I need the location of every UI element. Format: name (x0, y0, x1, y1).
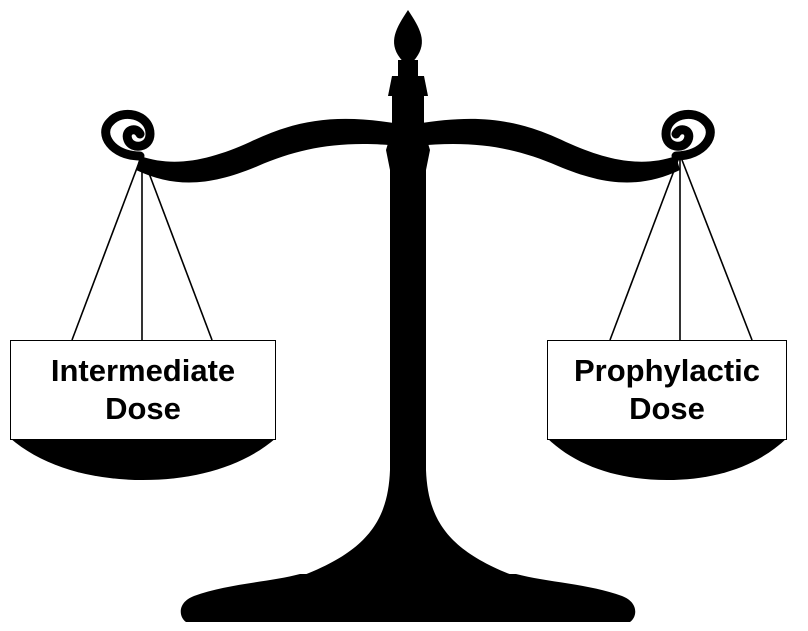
right-pan-bowl (547, 438, 787, 480)
scale-finial-neck (398, 60, 418, 76)
beam-right (416, 119, 680, 183)
beam-left (136, 119, 400, 183)
right-pan-label: Prophylactic Dose (547, 340, 787, 440)
left-pan-label-line2: Dose (105, 390, 181, 428)
scale-finial-collar (388, 76, 428, 96)
right-pan-label-line2: Dose (629, 390, 705, 428)
left-pan-strings (72, 160, 212, 340)
beam-right-scroll (666, 114, 710, 156)
beam-left-scroll (106, 114, 150, 156)
left-pan-label: Intermediate Dose (10, 340, 276, 440)
right-pan-strings (610, 160, 752, 340)
scale-base (181, 574, 636, 622)
right-pan-label-line1: Prophylactic (574, 352, 760, 390)
left-pan-bowl (10, 438, 276, 480)
scale-finial (394, 10, 422, 63)
scale-post (296, 96, 520, 578)
left-pan-label-line1: Intermediate (51, 352, 235, 390)
